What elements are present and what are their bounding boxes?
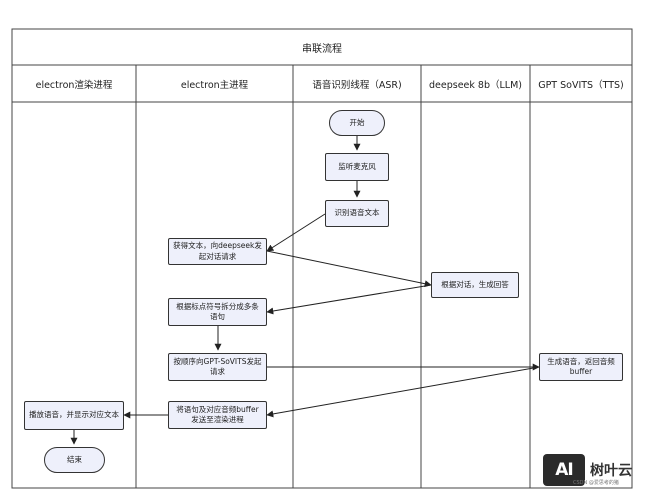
node-split-sentences: 根据标点符号拆分成多条语句 xyxy=(168,298,267,326)
node-generate-audio: 生成语音，返回音频buffer xyxy=(539,353,623,381)
frame xyxy=(11,28,633,489)
node-end: 结束 xyxy=(44,447,105,473)
watermark-logo-icon: AI xyxy=(543,454,585,486)
node-get-text-send: 获得文本，向deepseek发起对话请求 xyxy=(168,238,267,265)
lane-header-electron-main: electron主进程 xyxy=(180,80,249,91)
edge-audio-to-renderer xyxy=(266,366,540,418)
node-start: 开始 xyxy=(329,110,385,136)
node-play-audio: 播放语音，并显示对应文本 xyxy=(24,401,124,430)
edge-recognize-to-gettext xyxy=(266,213,326,252)
lane-header-asr: 语音识别线程（ASR) xyxy=(312,80,402,91)
node-send-to-renderer: 将语句及对应音频buffer发送至渲染进程 xyxy=(168,401,267,429)
node-generate-answer: 根据对话，生成回答 xyxy=(431,272,519,298)
edge-answer-to-split xyxy=(266,284,432,315)
node-listen-mic: 监听麦克风 xyxy=(325,153,389,181)
watermark-subtext: CSDN @爱思考的猪 xyxy=(573,480,619,486)
watermark: AI 树叶云 CSDN @爱思考的猪 xyxy=(543,452,641,490)
edge-gettext-to-answer xyxy=(266,250,432,288)
lane-header-llm: deepseek 8b（LLM) xyxy=(429,80,522,91)
lane-header-electron-renderer: electron渲染进程 xyxy=(35,80,113,91)
lane-header-tts: GPT SoVITS（TTS) xyxy=(538,80,624,91)
node-recognize-text: 识别语音文本 xyxy=(325,200,389,227)
diagram-title: 串联流程 xyxy=(302,43,342,55)
watermark-text: 树叶云 xyxy=(590,463,632,479)
node-send-tts: 按顺序向GPT-SoVITS发起请求 xyxy=(168,353,267,381)
